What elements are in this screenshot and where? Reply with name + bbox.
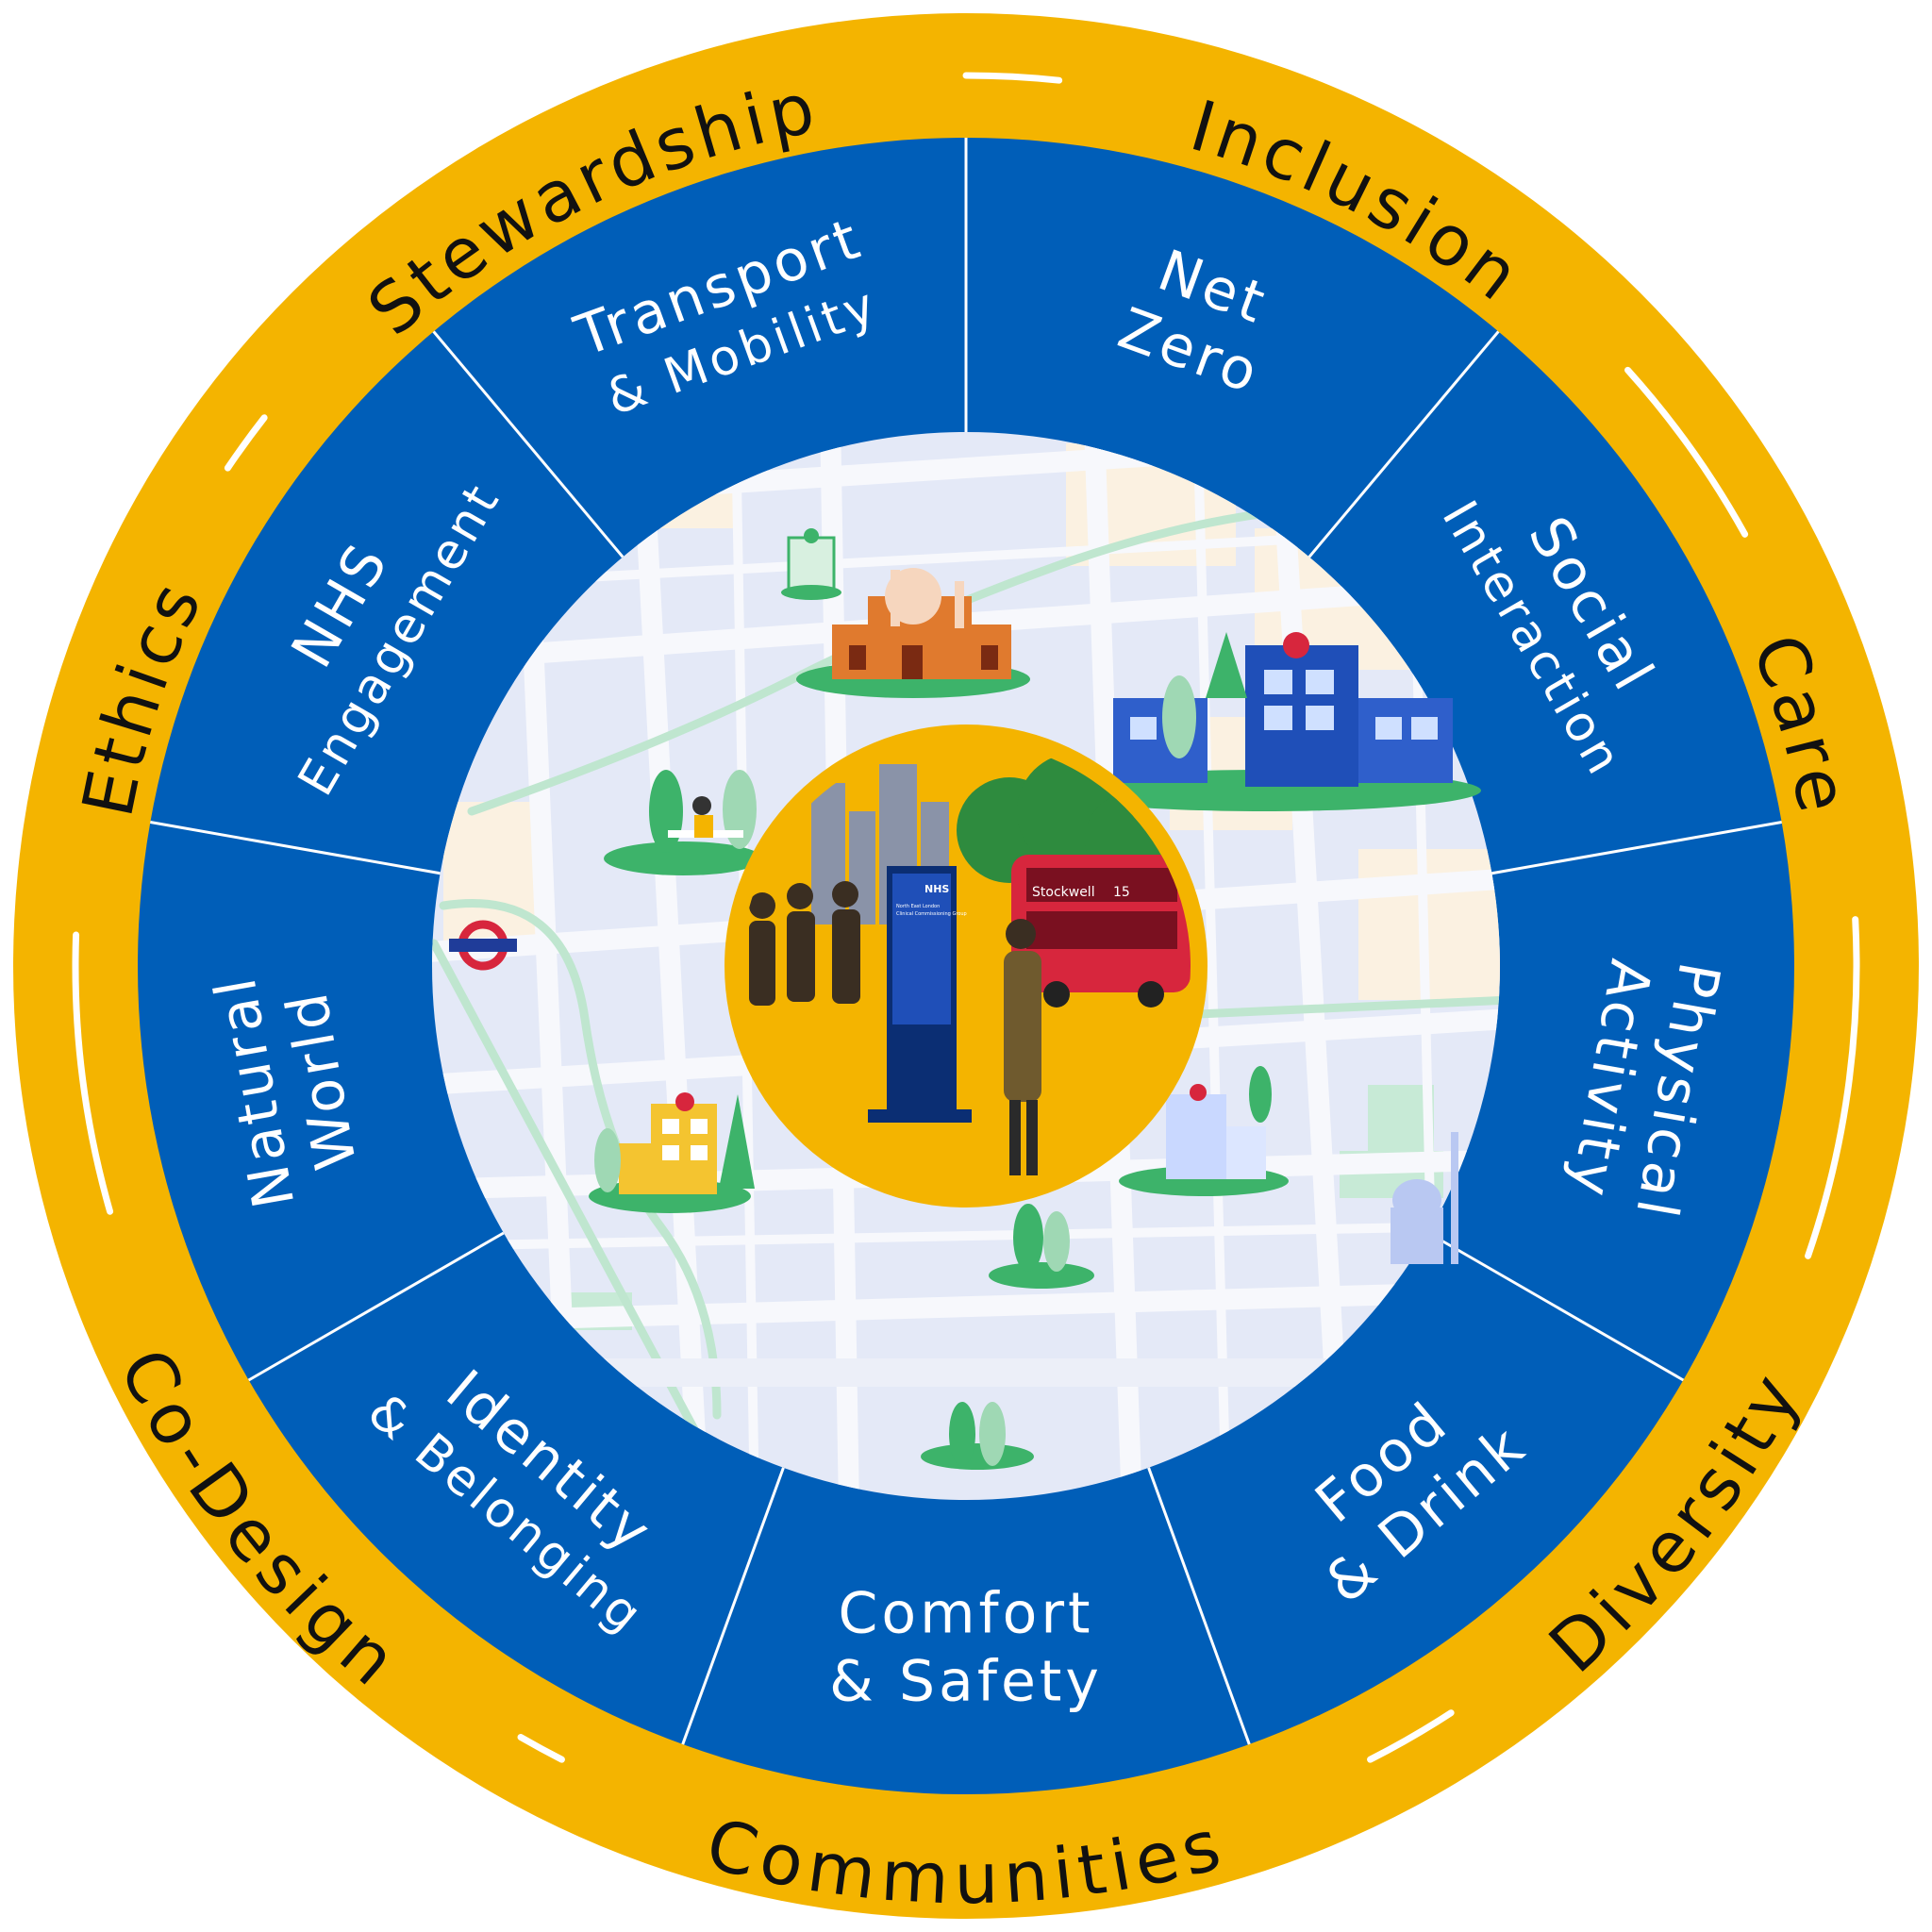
tree-cluster-icon	[921, 1402, 1034, 1470]
red-bus-icon: Stockwell 15	[1011, 855, 1191, 1008]
ring-arc	[962, 72, 1063, 84]
segment-dividers	[150, 138, 1782, 1745]
segment-divider	[1147, 1467, 1251, 1745]
segment-label-line: & Safety	[829, 1649, 1103, 1715]
hospital-icon	[1047, 632, 1481, 811]
ring-arc	[72, 931, 114, 1215]
mosque-dome-icon	[1391, 1132, 1458, 1264]
center-photo-collage: Stockwell 15 NHS North East London Clini…	[741, 741, 1191, 1191]
kiosk-caption-line-2: Clinical Commissioning Group	[896, 911, 967, 917]
segment-divider	[681, 1467, 785, 1745]
bus-destination: Stockwell	[1032, 885, 1095, 900]
mosque-icon	[796, 568, 1030, 698]
ring-arc	[1367, 1709, 1455, 1763]
segment-divider	[432, 330, 625, 558]
underground-roundel-icon	[449, 920, 517, 971]
segment-divider	[1307, 330, 1500, 558]
ring-arc	[1805, 916, 1860, 1259]
kiosk-caption-line-1: North East London	[896, 904, 940, 909]
segment-divider	[150, 821, 441, 875]
segment-divider	[1491, 821, 1782, 875]
kiosk-totem-icon: NHS North East London Clinical Commissio…	[868, 866, 972, 1123]
ring-arc	[1624, 366, 1749, 538]
park-bench-icon	[604, 770, 762, 875]
kiosk-nhs-logo: NHS	[924, 883, 949, 895]
bus-route: 15	[1113, 885, 1130, 900]
standing-person-icon	[1004, 919, 1041, 1175]
segment-divider	[247, 1231, 505, 1382]
clinic-icon	[1119, 1066, 1289, 1196]
hospital-icon	[781, 528, 841, 600]
tree-cluster-icon	[989, 1204, 1094, 1289]
segment-5: Comfort& Safety	[829, 1581, 1103, 1715]
segment-divider	[1427, 1231, 1685, 1382]
ring-arc	[517, 1734, 565, 1763]
ring-arc	[224, 414, 268, 472]
people-walking-icon	[749, 881, 860, 1006]
school-icon	[589, 1092, 755, 1213]
segment-label-line: Comfort	[838, 1581, 1093, 1647]
outer-ring-white-arcs	[72, 72, 1860, 1763]
